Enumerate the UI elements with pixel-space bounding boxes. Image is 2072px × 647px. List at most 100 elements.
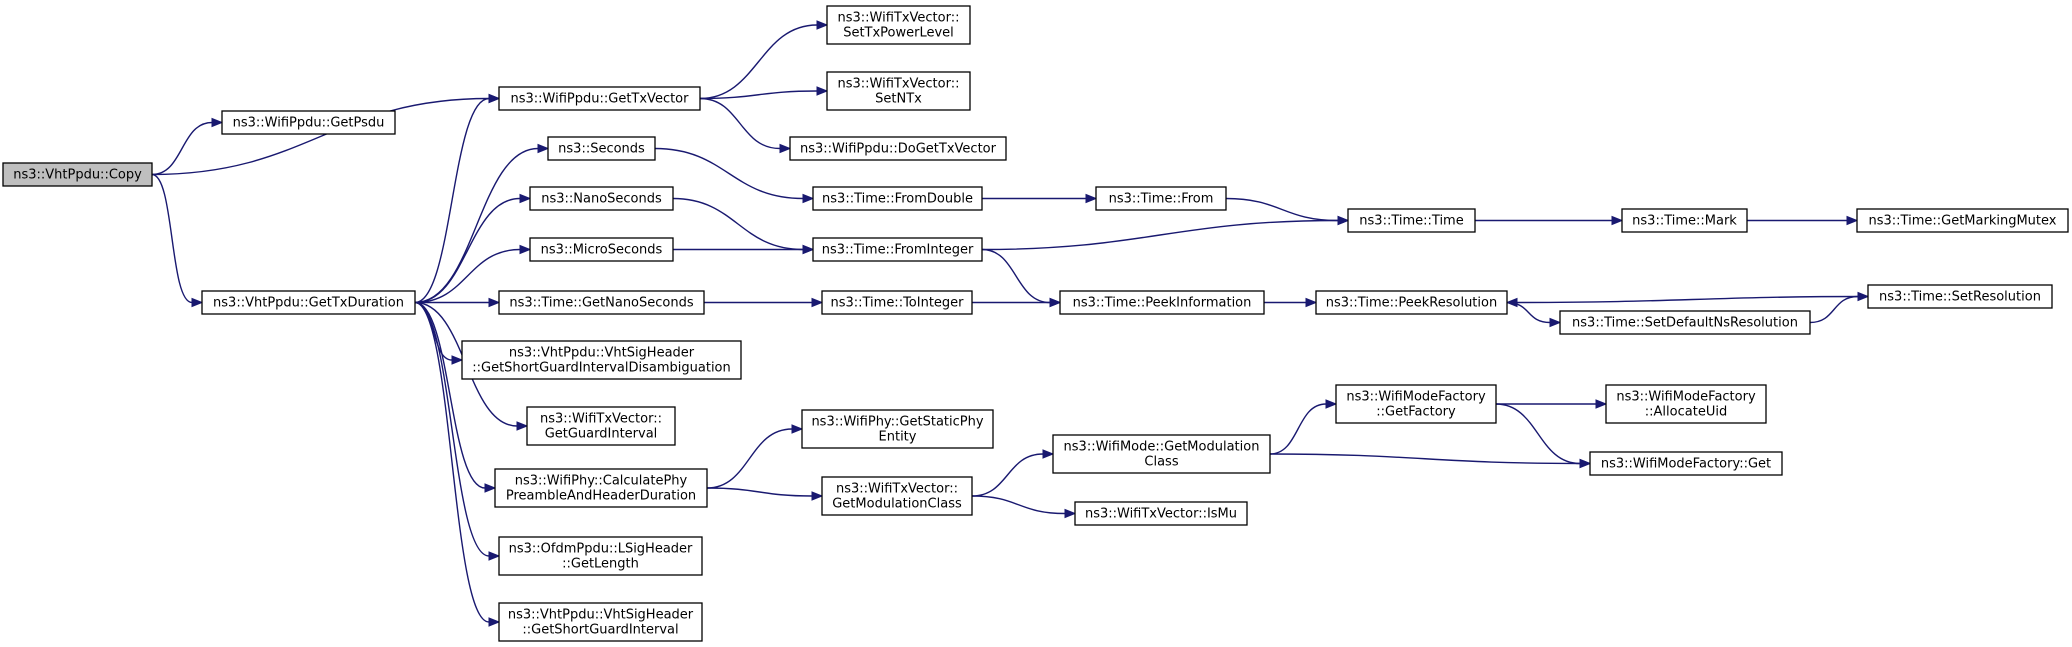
node-box-frominteger[interactable] [812,237,983,262]
edge-gettxvector-to-dogettxvector [699,97,781,150]
node-label-getstaticphy: ns3::WifiPhy::GetStaticPhy [811,415,983,430]
edge-gettxduration-to-nanoseconds [414,197,521,304]
node-box-peekres[interactable] [1315,290,1508,315]
node-box-lsiglength[interactable] [498,536,703,576]
node-box-settxpower[interactable] [826,5,971,45]
node-label-seconds: ns3::Seconds [558,142,645,157]
node-label-allocateuid: ::AllocateUid [1645,405,1727,420]
node-box-setntx[interactable] [826,71,971,111]
node-box-copy[interactable] [2,162,153,187]
edge-gettxduration-to-microseconds [414,248,521,304]
node-getguardinterval[interactable]: ns3::WifiTxVector::GetGuardInterval [526,406,676,446]
node-box-getpsdu[interactable] [221,110,396,135]
arrowhead-txgetmodclass-to-modegetmodclass [1042,449,1055,459]
edge-modegetmodclass-to-getfactory [1269,403,1327,455]
node-box-shortgidisamb[interactable] [461,340,742,380]
node-box-tointeger[interactable] [821,290,973,315]
node-label-tointeger: ns3::Time::ToInteger [830,296,964,311]
node-calcphy[interactable]: ns3::WifiPhy::CalculatePhyPreambleAndHea… [494,468,708,508]
node-box-shortgi[interactable] [498,602,703,642]
node-shortgidisamb[interactable]: ns3::VhtPpdu::VhtSigHeader::GetShortGuar… [461,340,742,380]
edge-calcphy-to-getstaticphy [706,428,793,489]
node-box-getguardinterval[interactable] [526,406,676,446]
node-peekres[interactable]: ns3::Time::PeekResolution [1315,290,1508,315]
node-box-getnanoseconds[interactable] [498,290,705,315]
node-box-peekinfo[interactable] [1059,290,1265,315]
node-gettxvector[interactable]: ns3::WifiPpdu::GetTxVector [498,86,701,111]
node-getnanoseconds[interactable]: ns3::Time::GetNanoSeconds [498,290,705,315]
arrowhead-mark-to-getmarkingmutex [1846,215,1859,226]
node-nanoseconds[interactable]: ns3::NanoSeconds [529,186,674,211]
node-mark[interactable]: ns3::Time::Mark [1621,208,1748,233]
node-box-getstaticphy[interactable] [801,409,994,449]
arrowhead-modegetmodclass-to-getfactory [1325,399,1338,409]
node-label-nanoseconds: ns3::NanoSeconds [541,192,662,207]
node-peekinfo[interactable]: ns3::Time::PeekInformation [1059,290,1265,315]
node-box-setdefaultns[interactable] [1559,310,1811,335]
node-dogettxvector[interactable]: ns3::WifiPpdu::DoGetTxVector [789,136,1007,161]
edge-gettxvector-to-setntx [699,90,818,100]
node-seconds[interactable]: ns3::Seconds [547,136,656,161]
node-box-setres[interactable] [1867,284,2053,309]
node-box-factoryget[interactable] [1589,451,1783,476]
arrowhead-getnanoseconds-to-tointeger [811,297,824,308]
node-box-nanoseconds[interactable] [529,186,674,211]
node-box-fromdouble[interactable] [812,186,983,211]
node-ismu[interactable]: ns3::WifiTxVector::IsMu [1074,501,1248,526]
node-from[interactable]: ns3::Time::From [1095,186,1227,211]
node-allocateuid[interactable]: ns3::WifiModeFactory::AllocateUid [1605,384,1767,424]
node-box-dogettxvector[interactable] [789,136,1007,161]
node-modegetmodclass[interactable]: ns3::WifiMode::GetModulationClass [1052,434,1271,474]
node-settxpower[interactable]: ns3::WifiTxVector::SetTxPowerLevel [826,5,971,45]
node-box-microseconds[interactable] [529,237,674,262]
node-label-shortgidisamb: ns3::VhtPpdu::VhtSigHeader [509,346,695,361]
node-label-getpsdu: ns3::WifiPpdu::GetPsdu [233,116,385,131]
arrowhead-gettxduration-to-calcphy [484,483,497,493]
node-gettxduration[interactable]: ns3::VhtPpdu::GetTxDuration [201,290,416,315]
node-label-shortgi: ns3::VhtPpdu::VhtSigHeader [508,608,694,623]
node-shortgi[interactable]: ns3::VhtPpdu::VhtSigHeader::GetShortGuar… [498,602,703,642]
node-box-calcphy[interactable] [494,468,708,508]
node-setdefaultns[interactable]: ns3::Time::SetDefaultNsResolution [1559,310,1811,335]
node-getmarkingmutex[interactable]: ns3::Time::GetMarkingMutex [1856,208,2069,233]
node-label-setntx: SetNTx [875,92,922,107]
node-box-mark[interactable] [1621,208,1748,233]
node-microseconds[interactable]: ns3::MicroSeconds [529,237,674,262]
node-getfactory[interactable]: ns3::WifiModeFactory::GetFactory [1335,384,1497,424]
node-factoryget[interactable]: ns3::WifiModeFactory::Get [1589,451,1783,476]
node-label-modegetmodclass: ns3::WifiMode::GetModulation [1064,440,1260,455]
node-label-gettxduration: ns3::VhtPpdu::GetTxDuration [213,296,404,311]
node-box-ismu[interactable] [1074,501,1248,526]
node-tointeger[interactable]: ns3::Time::ToInteger [821,290,973,315]
node-label-ismu: ns3::WifiTxVector::IsMu [1085,507,1237,522]
node-box-txgetmodclass[interactable] [821,476,973,516]
arrowhead-gettxvector-to-dogettxvector [779,143,792,154]
node-box-gettxvector[interactable] [498,86,701,111]
edge-copy-to-gettxvector [151,97,490,176]
edge-frominteger-to-time [981,219,1339,251]
node-copy[interactable]: ns3::VhtPpdu::Copy [2,162,153,187]
node-box-modegetmodclass[interactable] [1052,434,1271,474]
node-box-seconds[interactable] [547,136,656,161]
node-box-getmarkingmutex[interactable] [1856,208,2069,233]
edge-setdefaultns-to-setres [1809,295,1859,324]
node-lsiglength[interactable]: ns3::OfdmPpdu::LSigHeader::GetLength [498,536,703,576]
node-box-from[interactable] [1095,186,1227,211]
node-txgetmodclass[interactable]: ns3::WifiTxVector::GetModulationClass [821,476,973,516]
edge-setres-to-peekres [1516,295,1869,304]
node-setntx[interactable]: ns3::WifiTxVector::SetNTx [826,71,971,111]
node-fromdouble[interactable]: ns3::Time::FromDouble [812,186,983,211]
node-box-allocateuid[interactable] [1605,384,1767,424]
node-box-getfactory[interactable] [1335,384,1497,424]
node-frominteger[interactable]: ns3::Time::FromInteger [812,237,983,262]
arrowhead-tointeger-to-peekinfo [1049,297,1062,308]
node-box-time[interactable] [1347,208,1476,233]
edge-modegetmodclass-to-factoryget [1269,453,1581,465]
node-setres[interactable]: ns3::Time::SetResolution [1867,284,2053,309]
edge-gettxduration-to-shortgidisamb [414,301,453,361]
node-time[interactable]: ns3::Time::Time [1347,208,1476,233]
node-getpsdu[interactable]: ns3::WifiPpdu::GetPsdu [221,110,396,135]
node-box-gettxduration[interactable] [201,290,416,315]
